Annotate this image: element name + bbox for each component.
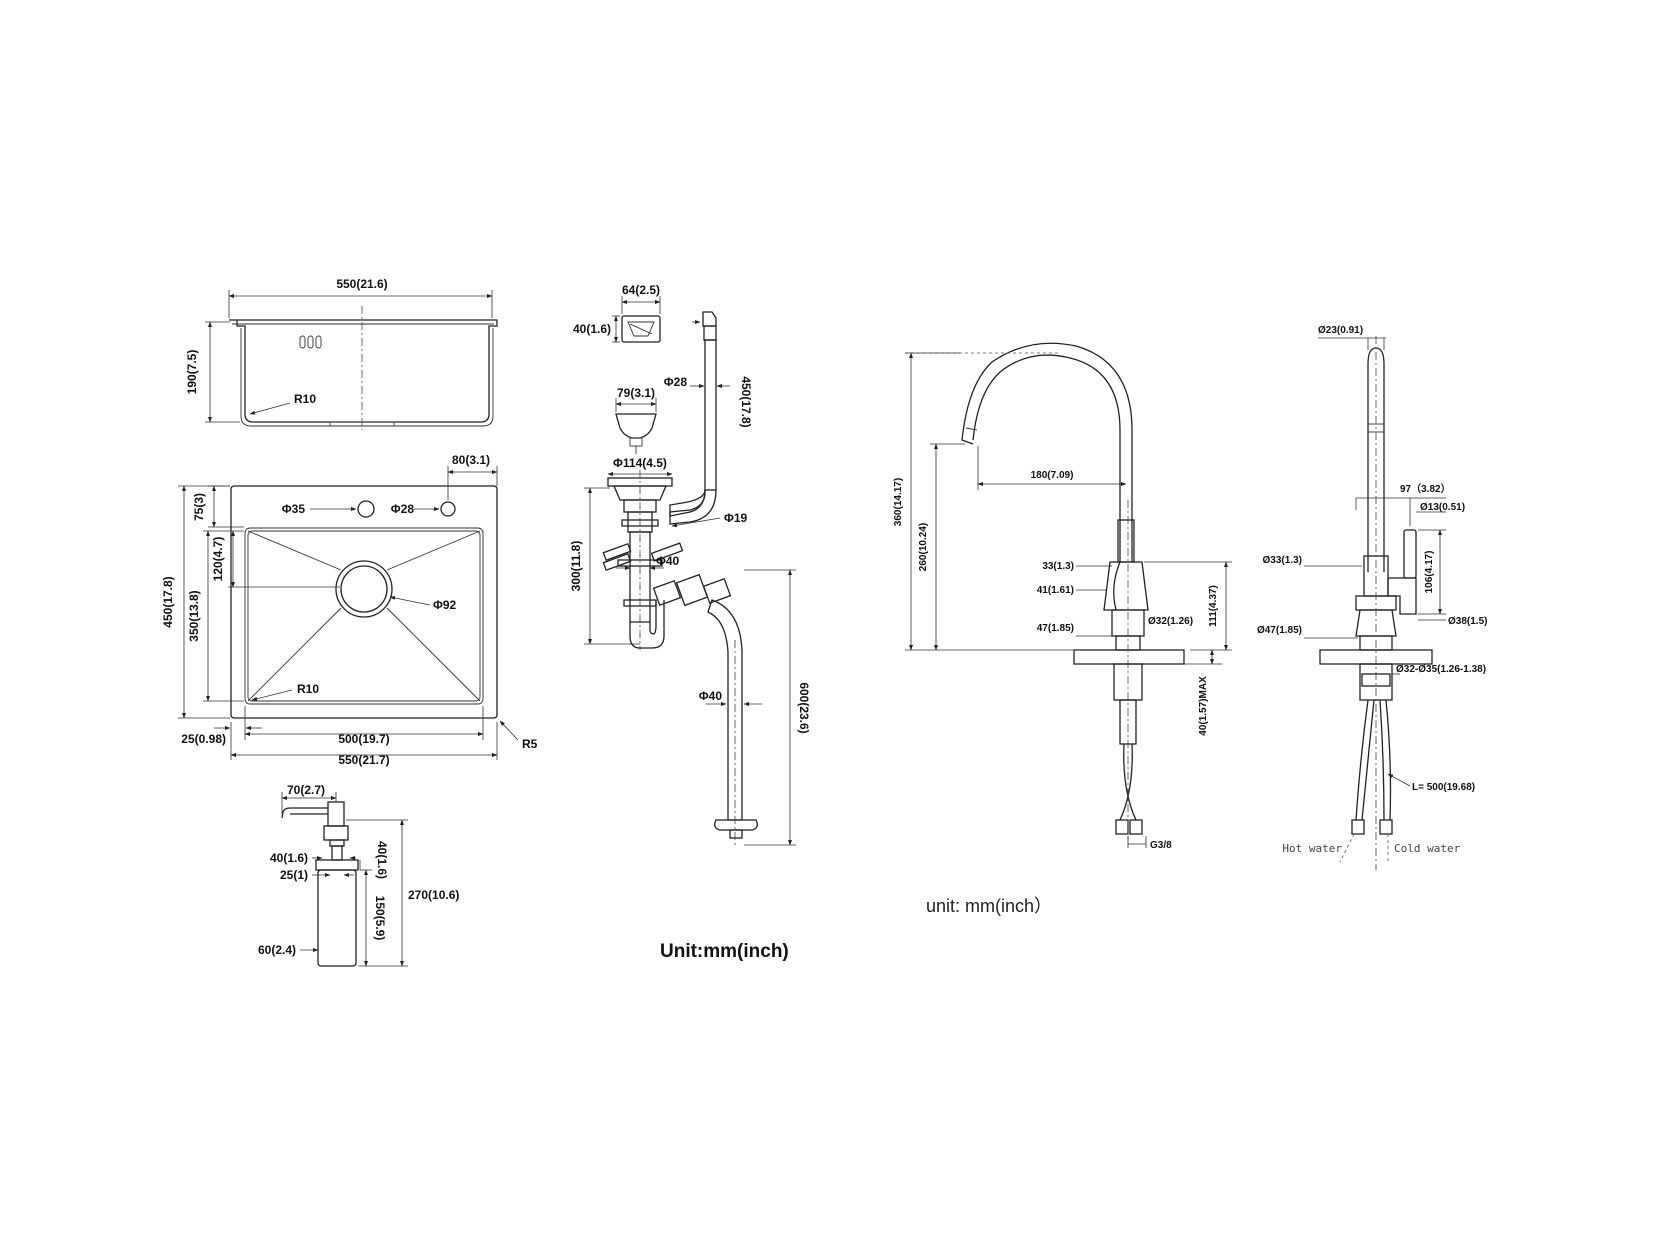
flange-dia-label: Φ114(4.5) xyxy=(613,456,667,470)
base-dia-label: Ø47(1.85) xyxy=(1257,625,1302,636)
overall-depth-label: 450(17.8) xyxy=(161,576,175,627)
drain-height-label: 300(11.8) xyxy=(569,541,583,592)
total-height-label: 360(14.17) xyxy=(893,478,904,526)
side-inlet-label: Φ19 xyxy=(724,511,748,525)
soap-dispenser: 70(2.7) 40(1.6) 25(1) 40(1.6) 270(10.6) … xyxy=(258,783,459,967)
body-dia-label: Ø33(1.3) xyxy=(1263,555,1302,566)
sink-plan-view: Φ35 Φ28 80(3.1) 75(3) 120(4.7) 450(17.8)… xyxy=(161,453,538,767)
d32-label: Ø32(1.26) xyxy=(1148,616,1193,627)
hose-length-label-2: 600(23.6) xyxy=(797,682,811,733)
hose-dia-label: Φ28 xyxy=(664,375,688,389)
faucet-offset-label: 80(3.1) xyxy=(452,453,490,467)
spout-height-label: 260(10.24) xyxy=(918,523,929,571)
thread-label: 25(1) xyxy=(280,868,308,882)
d41-label: 41(1.61) xyxy=(1037,585,1074,596)
lever-dia-label: Ø38(1.5) xyxy=(1448,616,1487,627)
head-label: 40(1.6) xyxy=(270,851,308,865)
inner-radius-label: R10 xyxy=(297,682,319,696)
edge-75-label: 75(3) xyxy=(192,493,206,521)
body-height-label: 111(4.37) xyxy=(1208,585,1219,627)
bowl-depth-label: 350(13.8) xyxy=(187,590,201,641)
total-height-label: 270(10.6) xyxy=(408,888,459,902)
reach-label: 180(7.09) xyxy=(1031,470,1074,481)
overflow-height-label: 40(1.6) xyxy=(573,322,611,336)
overflow-width-label: 64(2.5) xyxy=(622,283,660,297)
spout-label: 70(2.7) xyxy=(287,783,325,797)
d33-label: 33(1.3) xyxy=(1042,561,1074,572)
faucet-side-view: 360(14.17) 260(10.24) 180(7.09) 33(1.3) … xyxy=(893,342,1232,851)
pipe-dia-label: Φ40 xyxy=(656,554,680,568)
bowl-width-label: 500(19.7) xyxy=(338,732,389,746)
hole-28-label: Φ28 xyxy=(391,502,415,516)
sink-depth-label: 190(7.5) xyxy=(185,350,199,395)
hose-dia-label-2: Φ40 xyxy=(699,689,723,703)
top-dia-label: Ø23(0.91) xyxy=(1318,325,1363,336)
unit-label: unit: mm(inch） xyxy=(926,896,1052,916)
hose-length-label: L= 500(19.68) xyxy=(1412,782,1475,793)
overflow-holes xyxy=(299,335,322,349)
hot-water-label: Hot water xyxy=(1282,842,1342,855)
bottle-height-label: 150(5.9) xyxy=(373,896,387,941)
dia-label: 60(2.4) xyxy=(258,943,296,957)
drain-kit: 64(2.5) 40(1.6) Φ28 450(17.8) 79(3.1) Φ1… xyxy=(569,283,811,962)
drain-unit-label: Unit:mm(inch) xyxy=(660,941,789,962)
hole-35-label: Φ35 xyxy=(282,502,306,516)
drain-offset-label: 120(4.7) xyxy=(211,537,225,582)
corner-radius-label: R5 xyxy=(522,737,538,751)
hose-length-label: 450(17.8) xyxy=(739,376,753,427)
hole-range-label: Ø32-Ø35(1.26-1.38) xyxy=(1396,664,1486,675)
faucet-front-view: Ø23(0.91) 97（3.82） Ø13(0.51) Ø33(1.3) 10… xyxy=(1257,325,1487,870)
flange-label: 25(0.98) xyxy=(181,732,226,746)
cold-water-label: Cold water xyxy=(1394,842,1461,855)
overall-width-label: 550(21.7) xyxy=(338,753,389,767)
sink-width-label: 550(21.6) xyxy=(336,277,387,291)
basket-label: 79(3.1) xyxy=(617,386,655,400)
drain-label: Φ92 xyxy=(433,598,457,612)
thread-label: G3/8 xyxy=(1150,840,1172,851)
cap-label: 40(1.6) xyxy=(375,841,389,879)
d47-label: 47(1.85) xyxy=(1037,623,1074,634)
handle-dia-label: Ø13(0.51) xyxy=(1420,502,1465,513)
offset-label: 97（3.82） xyxy=(1400,482,1451,495)
sink-section-view: 550(21.6) 190(7.5) R10 xyxy=(185,277,498,430)
handle-length-label: 106(4.17) xyxy=(1424,551,1435,594)
sink-radius-label: R10 xyxy=(294,392,316,406)
deck-label: 40(1.57)MAX xyxy=(1198,676,1209,736)
